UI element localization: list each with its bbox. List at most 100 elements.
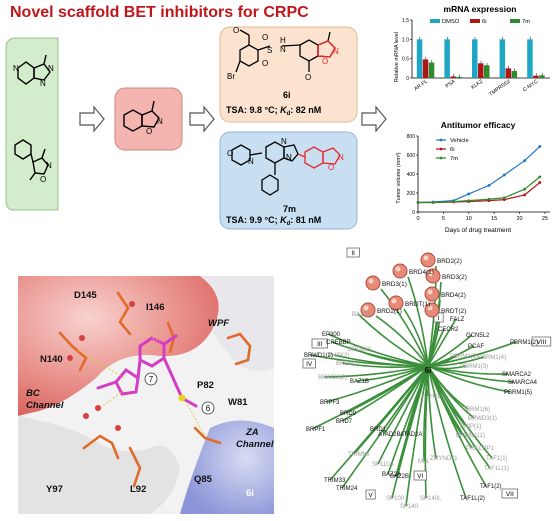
tree-leaf-highlighted: BRDT(1) xyxy=(405,301,430,308)
residue-d145: D145 xyxy=(74,290,97,301)
benzisoxazole-structure xyxy=(123,100,160,132)
mrna-bar xyxy=(456,76,462,78)
tree-leaf: BRD7 xyxy=(336,419,353,425)
tree-branch xyxy=(325,365,429,403)
tree-leaf: BRPF3 xyxy=(320,400,340,406)
tree-group-box xyxy=(531,336,552,347)
svg-text:N: N xyxy=(281,137,287,146)
residue-q85: Q85 xyxy=(194,474,213,485)
tree-leaf: TRIM66 xyxy=(348,452,370,458)
residue-labels: D145 I146 WPF N140 P82 W81 BC Channel ZA… xyxy=(26,290,274,499)
efficacy-x-tick-label: 15 xyxy=(491,216,497,222)
efficacy-x-tick-label: 0 xyxy=(416,216,419,222)
tree-group-label: VIII xyxy=(537,339,547,346)
binding-sphere xyxy=(420,252,436,268)
mrna-legend-swatch xyxy=(470,19,480,23)
svg-text:N: N xyxy=(48,64,54,73)
sphere-highlight xyxy=(368,278,374,284)
mrna-legend-label: 7m xyxy=(522,19,530,25)
tree-branch xyxy=(427,365,491,469)
tree-leaf: BAZ1A xyxy=(352,312,371,318)
tree-leaf: GCN5L2 xyxy=(466,333,490,339)
arrow-3 xyxy=(361,105,387,133)
svg-text:O: O xyxy=(328,163,334,172)
tree-leaf: CECR2 xyxy=(438,327,459,333)
tree-branch xyxy=(407,276,429,367)
mrna-category-label: AR-FL xyxy=(413,79,429,93)
svg-text:O: O xyxy=(227,149,233,158)
binding-sphere xyxy=(424,286,440,302)
mrna-bar xyxy=(478,63,484,78)
flow-arrows xyxy=(79,105,387,133)
mrna-bar xyxy=(450,76,456,78)
tree-leaf: FALZ xyxy=(450,317,465,323)
marker-7-label: 7 xyxy=(149,375,154,384)
tree-branch xyxy=(357,313,429,367)
tree-leaf: TRIM24 xyxy=(336,486,358,492)
mrna-bar xyxy=(422,59,429,78)
binding-sphere xyxy=(365,275,381,291)
crystal-structure-view: 7 6 D145 I146 WPF N140 P82 W81 BC Channe… xyxy=(18,276,274,514)
efficacy-point xyxy=(467,192,471,196)
svg-text:N: N xyxy=(286,153,292,162)
tree-leaf: PBRM1(2) xyxy=(510,340,538,346)
svg-text:O: O xyxy=(305,73,311,82)
efficacy-y-label: Tumor volume (mm³) xyxy=(396,152,402,203)
svg-text:N: N xyxy=(280,45,286,54)
ligand-label: 6i xyxy=(246,488,254,499)
svg-text:O: O xyxy=(262,33,268,42)
mrna-bar xyxy=(428,62,435,78)
tree-leaf: BRWD3(1) xyxy=(468,416,497,422)
tree-branch xyxy=(353,348,429,367)
svg-text:O: O xyxy=(233,26,239,35)
tree-branch xyxy=(427,318,457,367)
efficacy-point xyxy=(416,201,420,204)
marker-7 xyxy=(144,372,158,386)
efficacy-x-tick-label: 10 xyxy=(466,216,472,222)
mrna-bar xyxy=(444,39,450,78)
compound-7m-properties: TSA: 9.9 °C; Kd: 81 nM xyxy=(226,215,321,227)
svg-text:N: N xyxy=(40,79,46,88)
efficacy-legend-label: Vehicle xyxy=(450,138,469,144)
svg-text:H: H xyxy=(280,36,286,45)
compound-7m-structure xyxy=(231,141,299,196)
efficacy-series-line xyxy=(417,146,541,204)
sphere-highlight xyxy=(363,305,369,311)
mrna-category-label: PSA xyxy=(445,78,457,89)
efficacy-legend-label: 7m xyxy=(450,156,458,162)
tree-binding-spheres xyxy=(360,252,441,318)
efficacy-point xyxy=(523,159,527,163)
efficacy-point xyxy=(538,145,542,148)
residue-l92: L92 xyxy=(130,484,146,495)
tree-leaf: PBRM1(1) xyxy=(450,354,478,360)
tree-leaf: PBRM1(6) xyxy=(462,407,490,413)
tree-branch xyxy=(309,354,429,367)
tree-branch xyxy=(380,288,429,367)
mrna-bar xyxy=(484,65,490,78)
tree-leaf: TAF1(1) xyxy=(486,456,508,462)
benzisoxazole-panel xyxy=(114,87,183,151)
efficacy-point xyxy=(523,187,527,191)
tree-group-label: VI xyxy=(417,473,423,480)
residue-w81: W81 xyxy=(228,397,248,408)
tree-leaf: TAF1L(1) xyxy=(484,466,509,472)
efficacy-y-tick-label: 400 xyxy=(407,172,416,178)
tree-group-label: II xyxy=(351,250,355,257)
tree-leaf: SP100 xyxy=(386,496,405,502)
efficacy-point xyxy=(523,193,527,197)
tree-branch xyxy=(323,365,429,378)
bc-label: BC xyxy=(26,388,40,399)
efficacy-legend-marker xyxy=(439,147,443,151)
tree-group-box xyxy=(365,489,376,500)
efficacy-series-line xyxy=(418,176,541,204)
tree-leaf: ATAD2A xyxy=(400,432,422,438)
tree-leaf: BAZ2B xyxy=(390,474,409,480)
svg-text:N: N xyxy=(157,117,163,126)
water-molecules xyxy=(67,301,135,431)
triazole-fragment xyxy=(17,54,51,85)
efficacy-chart-title: Antitumor efficacy xyxy=(441,120,516,130)
